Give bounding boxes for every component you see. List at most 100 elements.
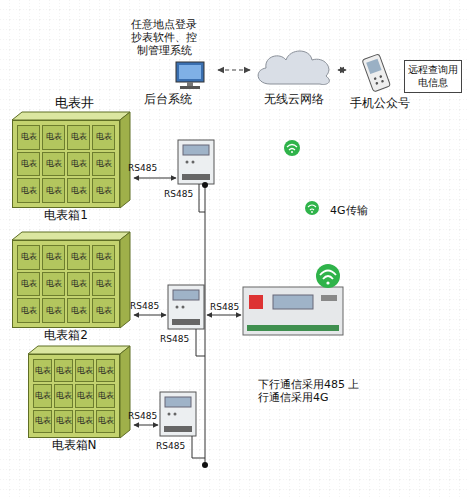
callout-box: 远程查询用电信息 — [404, 60, 462, 93]
meter-cell: 电表 — [67, 272, 90, 297]
collector-device — [160, 392, 196, 436]
node-text: 电表 — [56, 392, 72, 400]
node-text: 电表 — [21, 253, 37, 261]
node-text: 电表 — [46, 187, 62, 195]
node-text: 电表 — [77, 417, 93, 425]
meter-cell: 电表 — [42, 245, 65, 270]
dashed-connector — [218, 69, 250, 70]
node-text: 电表 — [56, 417, 72, 425]
node-text: 电表 — [71, 280, 87, 288]
meter-box: 电表箱N电表电表电表电表电表电表电表电表电表电表电表电表 — [28, 354, 120, 438]
signal-label: RS485 — [160, 334, 189, 345]
meter-cell: 电表 — [96, 384, 115, 407]
rs485-wiring — [134, 178, 241, 465]
node-text: 电表 — [71, 253, 87, 261]
node-text: 任意地点登录抄表软件、控制管理系统 — [128, 18, 200, 58]
meter-cell: 电表 — [96, 359, 115, 382]
node-text: 电表 — [71, 160, 87, 168]
node-text: 电表 — [96, 187, 112, 195]
box-heading: 电表箱1 — [13, 208, 119, 222]
box-heading: 电表箱2 — [13, 328, 119, 342]
bus-terminal-dot — [202, 462, 208, 468]
phone-icon — [362, 54, 391, 92]
node-text: 电表 — [71, 307, 87, 315]
meter-cell: 电表 — [33, 359, 52, 382]
node-text: 电表 — [46, 280, 62, 288]
meter-cell: 电表 — [67, 125, 90, 150]
meter-cell: 电表 — [42, 125, 65, 150]
node-text: 电表 — [35, 392, 51, 400]
node-text: 电表 — [21, 307, 37, 315]
cloud-network: 无线云网络 — [252, 44, 336, 108]
area-label: 电表井 — [55, 95, 94, 111]
node-text: 手机公众号 — [344, 96, 416, 110]
collector-device — [168, 285, 204, 329]
meter-cell: 电表 — [92, 245, 115, 270]
meter-cell: 电表 — [54, 384, 73, 407]
node-text: 电表 — [71, 133, 87, 141]
node-text: 后台系统 — [120, 92, 216, 106]
backend-computer: 任意地点登录抄表软件、控制管理系统后台系统 — [120, 18, 216, 110]
signal-label: RS485 — [210, 302, 239, 313]
meter-cell: 电表 — [67, 152, 90, 177]
node-text: 电表 — [21, 160, 37, 168]
node-text: 电表 — [35, 367, 51, 375]
cloud-shape — [252, 44, 336, 88]
meter-cell: 电表 — [17, 272, 40, 297]
note-text: 下行通信采用485 上行通信采用4G — [258, 378, 366, 404]
node-text: 电表 — [56, 367, 72, 375]
node-text: 电表 — [98, 367, 114, 375]
signal-label: RS485 — [128, 411, 157, 422]
node-text: 电表 — [77, 367, 93, 375]
meter-cell: 电表 — [42, 178, 65, 203]
node-text: 电表 — [46, 160, 62, 168]
node-text: 远程查询用电信息 — [407, 64, 459, 89]
meter-cell: 电表 — [17, 298, 40, 323]
node-text: 电表 — [98, 392, 114, 400]
dashed-connector — [338, 69, 346, 70]
meter-cell: 电表 — [33, 384, 52, 407]
meter-cell: 电表 — [67, 178, 90, 203]
collector-device — [178, 140, 214, 184]
meter-box-3d — [12, 112, 130, 438]
meter-cell: 电表 — [54, 359, 73, 382]
node-text: 电表 — [46, 253, 62, 261]
node-text: 电表 — [77, 392, 93, 400]
node-text: 电表 — [96, 280, 112, 288]
node-text: 电表 — [96, 133, 112, 141]
concentrator-device — [243, 287, 343, 335]
meter-cell: 电表 — [67, 245, 90, 270]
meter-box: 电表箱2电表电表电表电表电表电表电表电表电表电表电表电表 — [12, 240, 120, 328]
meter-cell: 电表 — [67, 298, 90, 323]
node-text: 电表 — [46, 133, 62, 141]
meter-cell: 电表 — [17, 245, 40, 270]
meter-cell: 电表 — [54, 410, 73, 433]
node-text: 电表 — [98, 417, 114, 425]
node-text: 电表 — [96, 253, 112, 261]
meter-cell: 电表 — [92, 272, 115, 297]
node-text: 电表 — [35, 417, 51, 425]
signal-label: RS485 — [164, 189, 193, 200]
meter-cell: 电表 — [96, 410, 115, 433]
signal-label: RS485 — [130, 301, 159, 312]
signal-label: RS485 — [128, 163, 157, 174]
meter-cell: 电表 — [92, 178, 115, 203]
box-heading: 电表箱N — [29, 438, 119, 452]
node-text: 无线云网络 — [252, 92, 336, 106]
meter-cell: 电表 — [33, 410, 52, 433]
meter-cell: 电表 — [75, 359, 94, 382]
meter-cell: 电表 — [75, 384, 94, 407]
computer-icon — [176, 62, 204, 89]
meter-cell: 电表 — [17, 125, 40, 150]
meter-cell: 电表 — [42, 272, 65, 297]
meter-box: 电表箱1电表电表电表电表电表电表电表电表电表电表电表电表 — [12, 120, 120, 208]
meter-cell: 电表 — [92, 125, 115, 150]
node-text: 电表 — [46, 307, 62, 315]
node-text: 电表 — [71, 187, 87, 195]
bus-terminal-dot — [202, 182, 208, 188]
meter-cell: 电表 — [75, 410, 94, 433]
meter-cell: 电表 — [17, 152, 40, 177]
signal-label: 4G传输 — [330, 204, 368, 217]
